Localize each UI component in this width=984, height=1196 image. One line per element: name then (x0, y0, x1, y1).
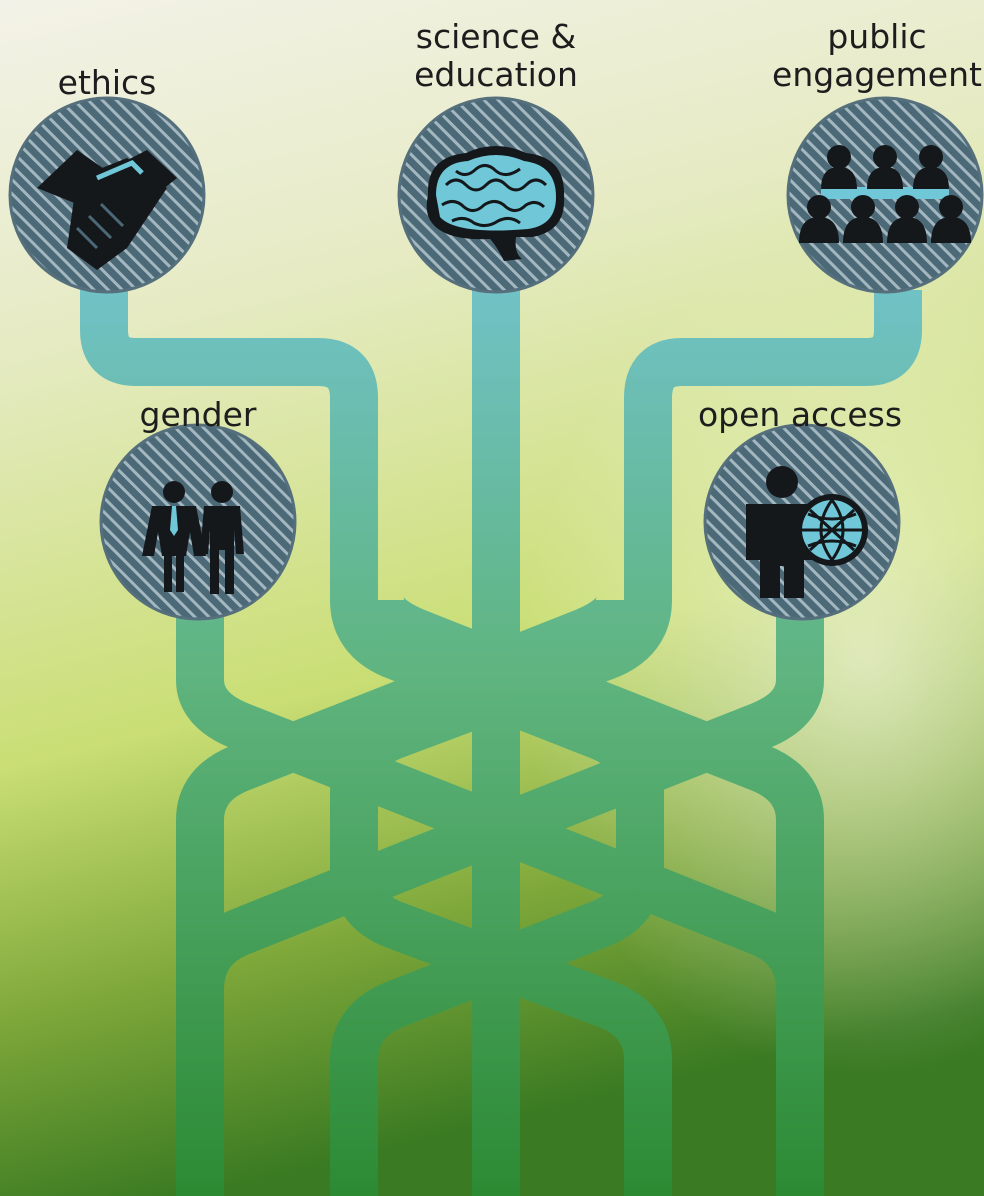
ethics-label: ethics (57, 63, 157, 102)
science-education-label: science & education (396, 18, 596, 94)
brain-icon (426, 146, 565, 261)
science-label-line1: science & (415, 17, 577, 56)
handshake-icon (37, 150, 177, 270)
path-gender-cross (176, 594, 644, 1196)
public-engagement-label: public engagement (772, 18, 982, 94)
path-open-access (176, 610, 824, 1196)
open-access-label: open access (697, 395, 903, 434)
person-globe-icon (746, 466, 868, 598)
public-label-line2: engagement (772, 55, 982, 94)
path-open-cross (356, 594, 824, 1196)
path-public (330, 290, 922, 1196)
path-ethics (80, 290, 664, 1196)
node-circles (8, 96, 984, 621)
gender-label: gender (139, 395, 257, 434)
science-label-line2: education (414, 55, 578, 94)
audience-icon (799, 145, 971, 243)
public-label-line1: public (827, 17, 927, 56)
connector-paths (80, 290, 922, 1196)
man-woman-icon (142, 481, 244, 594)
